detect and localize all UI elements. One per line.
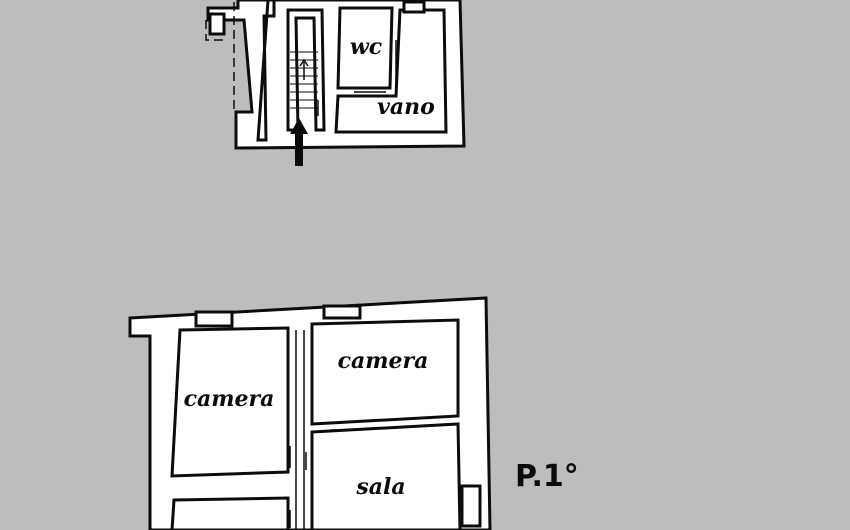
room-label-vano: vano [377,94,435,120]
stair-treads [290,51,318,109]
camera-right-room [310,318,460,426]
window-upper-left [208,12,226,36]
room-label-wc: wc [350,34,383,60]
sala-room [310,422,462,530]
window-camera-left [194,310,234,328]
window-camera-right [322,304,362,320]
entrance-arrow-icon [290,118,308,166]
floor-level-label: P.1° [515,459,579,494]
upper-dashed-outline-2 [205,20,228,41]
upper-stair-block [256,0,276,142]
lower-small-room [170,496,290,530]
upper-floor-plan: wc vano [205,0,466,166]
room-label-camera-left: camera [184,386,275,412]
lower-floor-plan: camera camera sala P.1° [128,296,579,530]
room-label-sala: sala [355,474,405,500]
window-upper-top [402,0,426,14]
camera-left-room [170,326,290,478]
wc-room [336,6,394,90]
room-label-camera-right: camera [338,348,429,374]
window-sala-right [460,484,482,528]
